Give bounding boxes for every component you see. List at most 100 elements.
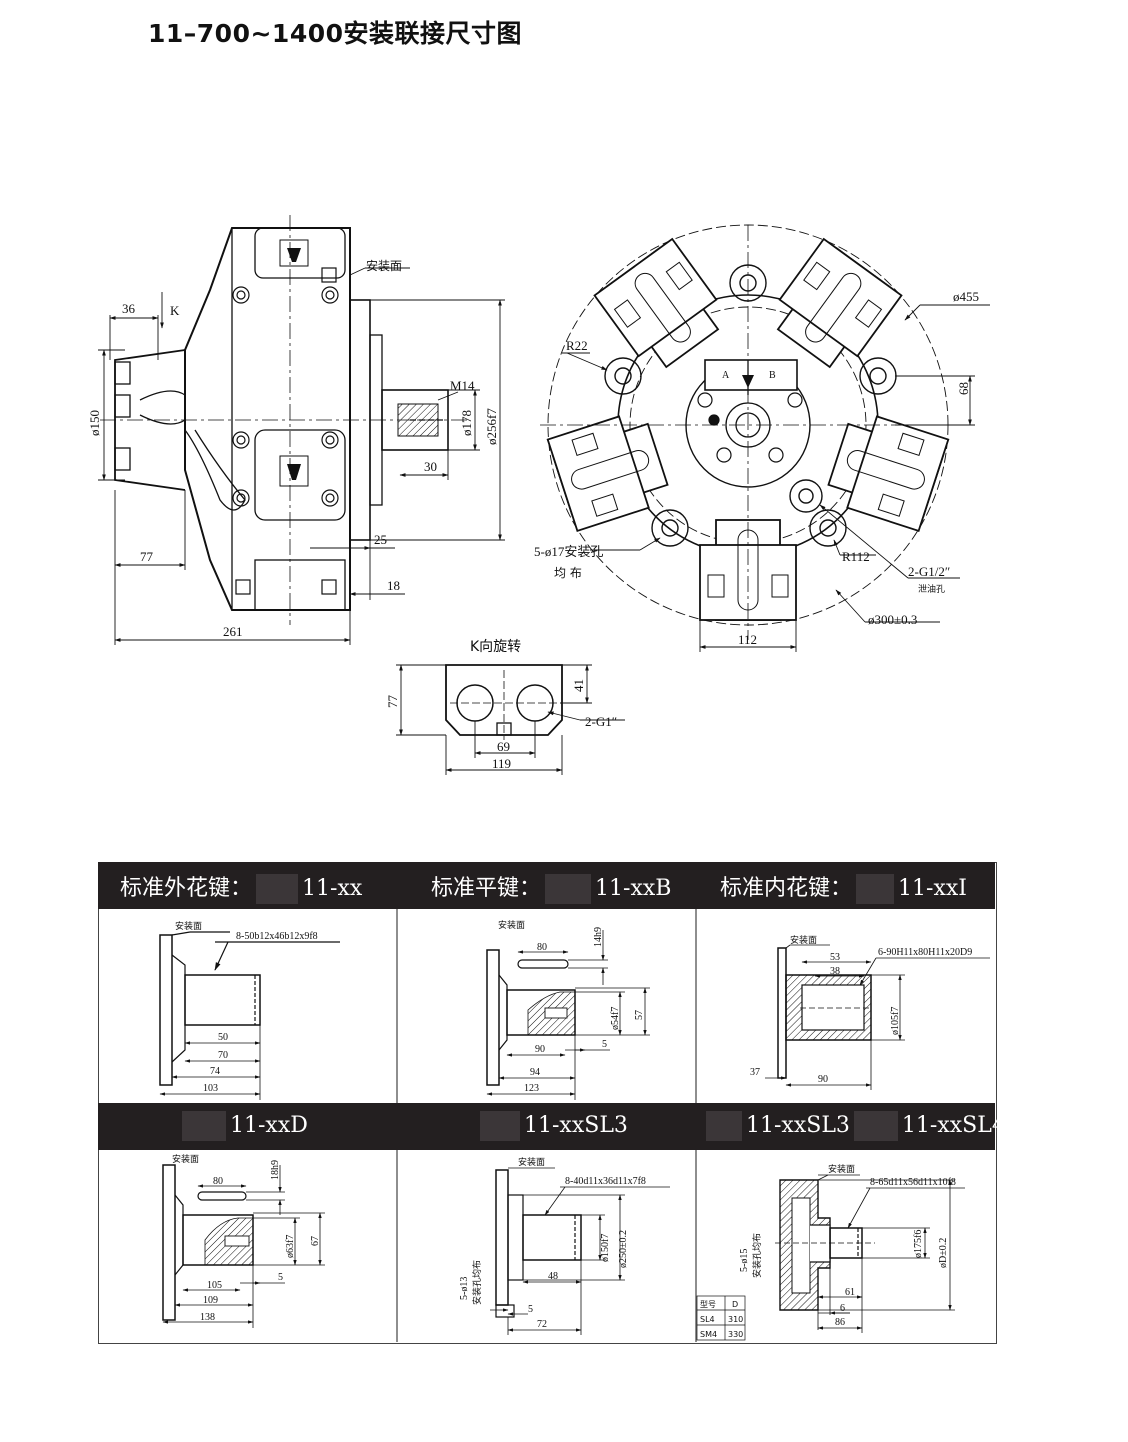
c2-d5: 5 xyxy=(602,1039,607,1050)
dim-k: K xyxy=(170,303,180,318)
c2-d90: 90 xyxy=(535,1044,545,1055)
side-view: 安装面 36 K ø150 M14 ø178 ø256f7 30 77 25 1… xyxy=(87,215,505,645)
logo-icon xyxy=(287,248,301,262)
dim-r22: R22 xyxy=(566,338,588,353)
k-dim-g1: 2-G1″ xyxy=(585,714,617,729)
c1-spec: 8-50b12x46b12x9f8 xyxy=(236,931,318,942)
c6-d86: 86 xyxy=(835,1317,845,1328)
c1-d50: 50 xyxy=(218,1032,228,1043)
c4-d5: 5 xyxy=(278,1272,283,1283)
c5-d72: 72 xyxy=(537,1319,547,1330)
c2-d123: 123 xyxy=(524,1083,539,1094)
dim-r112: R112 xyxy=(842,549,870,564)
port-a: A xyxy=(722,370,730,381)
dim-112: 112 xyxy=(738,632,757,647)
dim-18: 18 xyxy=(387,578,400,593)
c1-d70: 70 xyxy=(218,1050,228,1061)
cell-internal-spline: 安装面 6-90H11x80H11x20D9 53 38 ø105f7 37 9… xyxy=(750,934,990,1090)
c1-d103: 103 xyxy=(203,1083,218,1094)
dim-455: ø455 xyxy=(953,289,979,304)
c2-d57: 57 xyxy=(634,1010,645,1020)
c1-mount: 安装面 xyxy=(175,920,202,932)
k-view: K向旋转 77 41 2-G1″ 69 119 xyxy=(385,639,625,775)
c2-d14h9: 14h9 xyxy=(593,927,604,947)
c3-spec: 6-90H11x80H11x20D9 xyxy=(878,947,972,958)
c5-d48: 48 xyxy=(548,1271,558,1282)
holes-sub-label: 均 布 xyxy=(554,566,582,580)
k-dim-69: 69 xyxy=(497,739,510,754)
c3-d37: 37 xyxy=(750,1067,760,1078)
c5-holes: 5-ø13 xyxy=(459,1277,470,1300)
model-table-h1: D xyxy=(732,1300,738,1309)
c5-d150: ø150f7 xyxy=(600,1234,611,1262)
dim-77: 77 xyxy=(140,549,154,564)
header-bar-1: 标准外花键：11-xx 标准平键：11-xxB 标准内花键：11-xxI xyxy=(98,862,995,909)
model-table-r1c0: SL4 xyxy=(700,1315,715,1324)
c3-mount: 安装面 xyxy=(790,934,817,946)
dim-m14: M14 xyxy=(450,378,475,393)
model-table-r1c1: 310 xyxy=(728,1315,743,1324)
c6-mount: 安装面 xyxy=(828,1163,855,1175)
c6-d61: 61 xyxy=(845,1287,855,1298)
c5-d250: ø250±0.2 xyxy=(618,1230,629,1268)
c4-mount: 安装面 xyxy=(172,1153,199,1165)
c2-d80: 80 xyxy=(537,942,547,953)
c5-mount: 安装面 xyxy=(518,1156,545,1168)
holes-label: 5-ø17安装孔 xyxy=(534,544,603,559)
k-view-title: K向旋转 xyxy=(470,639,521,655)
c6-spec: 8-65d11x56d11x10f8 xyxy=(870,1177,956,1188)
model-table-r2c0: SM4 xyxy=(700,1330,717,1339)
dim-261: 261 xyxy=(223,624,243,639)
c6-holes-sub: 安装孔均布 xyxy=(751,1233,763,1278)
cell-d: 安装面 80 18h9 ø63f7 67 105 5 109 138 xyxy=(162,1153,325,1328)
k-dim-77: 77 xyxy=(385,695,400,709)
cell-sl3: 安装面 8-40d11x36d11x7f8 5-ø13 安装孔均布 ø150f7… xyxy=(459,1156,670,1335)
c5-holes-sub: 安装孔均布 xyxy=(471,1260,483,1305)
cell-sl3-sl4: 安装面 8-65d11x56d11x10f8 5-ø15 安装孔均布 ø175f… xyxy=(696,1163,965,1341)
drain-label: 泄油孔 xyxy=(918,583,945,595)
header-d: 11-xxD xyxy=(178,1111,308,1141)
dim-256: ø256f7 xyxy=(484,408,499,445)
c1-d74: 74 xyxy=(210,1066,220,1077)
c3-d105: ø105f7 xyxy=(890,1007,901,1035)
c4-d138: 138 xyxy=(200,1312,215,1323)
model-table xyxy=(696,1295,746,1341)
c6-d175: ø175f6 xyxy=(913,1230,924,1258)
c5-spec: 8-40d11x36d11x7f8 xyxy=(565,1176,646,1187)
dim-300: ø300±0.3 xyxy=(868,612,917,627)
dim-178: ø178 xyxy=(459,410,474,436)
c5-d5: 5 xyxy=(528,1304,533,1315)
front-view: A B ø455 R22 68 R112 2-G1/2″ 泄油孔 ø300±0.… xyxy=(534,224,990,652)
c4-d67: 67 xyxy=(310,1236,321,1246)
dim-36: 36 xyxy=(122,301,136,316)
c4-d105: 105 xyxy=(207,1280,222,1291)
c3-d53: 53 xyxy=(830,952,840,963)
header-external-spline: 标准外花键：11-xx xyxy=(120,870,362,904)
c4-d18h9: 18h9 xyxy=(270,1160,281,1180)
c4-d80: 80 xyxy=(213,1176,223,1187)
c4-d63: ø63f7 xyxy=(285,1235,296,1258)
header-flat-key: 标准平键：11-xxB xyxy=(431,870,671,904)
c6-holes: 5-ø15 xyxy=(739,1249,750,1272)
header-internal-spline: 标准内花键：11-xxI xyxy=(720,870,967,904)
dim-68: 68 xyxy=(956,382,971,395)
model-table-h0: 型号 xyxy=(700,1300,716,1309)
c6-d6: 6 xyxy=(840,1303,845,1314)
page-title: 11–700~1400安装联接尺寸图 xyxy=(148,19,523,48)
k-dim-41: 41 xyxy=(571,679,586,692)
c3-d90: 90 xyxy=(818,1074,828,1085)
header-sl3: 11-xxSL3 xyxy=(476,1111,628,1141)
k-dim-119: 119 xyxy=(492,756,511,771)
dim-30: 30 xyxy=(424,459,437,474)
dim-drain: 2-G1/2″ xyxy=(908,564,950,579)
cell-external-spline: 安装面 8-50b12x46b12x9f8 50 70 74 103 xyxy=(159,920,340,1100)
c3-d38: 38 xyxy=(830,966,840,977)
dim-25: 25 xyxy=(374,532,387,547)
port-b: B xyxy=(769,370,776,381)
dim-150: ø150 xyxy=(87,410,102,436)
c2-mount: 安装面 xyxy=(498,919,525,931)
